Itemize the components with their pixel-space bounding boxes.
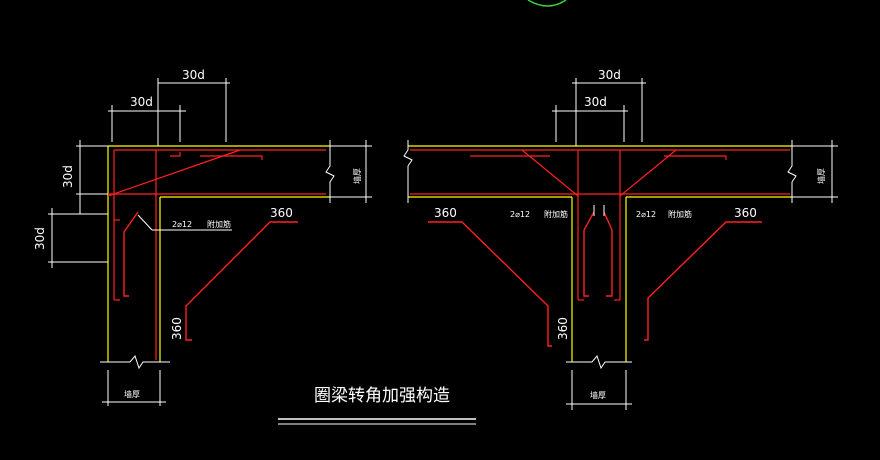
right-bar-callout-right: 2⌀12 [636, 210, 656, 219]
viewport-marker [527, 0, 567, 7]
right-tjunction-detail: 30d 30d 墙厚 墙厚 2⌀12 附加筋 2⌀12 附加筋 360 360 … [403, 68, 838, 410]
right-dimensions [552, 78, 838, 410]
right-dim-top-inner: 30d [584, 95, 607, 109]
drawing-title: 圈梁转角加强构造 [314, 386, 450, 406]
left-concrete-outline [107, 145, 330, 362]
right-bar-callout-right-note: 附加筋 [668, 209, 692, 219]
left-break-right [325, 140, 335, 203]
left-break-bottom [100, 354, 170, 370]
right-break-left [403, 140, 413, 203]
left-dim-top-outer: 30d [182, 68, 205, 82]
left-len-vertical: 360 [170, 317, 184, 340]
right-wall-thickness-bottom: 墙厚 [590, 390, 606, 400]
right-dim-top-outer: 30d [598, 68, 621, 82]
right-len-right: 360 [734, 206, 757, 220]
left-wall-thickness-bottom: 墙厚 [124, 389, 140, 399]
left-dim-top-inner: 30d [130, 95, 153, 109]
right-break-right [787, 140, 797, 203]
left-len-horizontal: 360 [270, 206, 293, 220]
left-bar-callout-note: 附加筋 [207, 219, 231, 229]
right-bar-callout-left-note: 附加筋 [544, 209, 568, 219]
right-len-left: 360 [434, 206, 457, 220]
left-bar-callout: 2⌀12 [172, 220, 192, 229]
right-wall-thickness-right: 墙厚 [816, 168, 826, 184]
right-break-bottom [566, 354, 632, 370]
left-rebars [107, 149, 326, 360]
right-bar-callout-left: 2⌀12 [510, 210, 530, 219]
right-rebars [410, 149, 790, 347]
right-concrete-outline [408, 145, 792, 362]
right-len-vertical: 360 [556, 317, 570, 340]
left-dim-side-lower: 30d [33, 227, 47, 250]
left-wall-thickness-right: 墙厚 [352, 168, 362, 184]
left-dimensions [48, 78, 372, 406]
left-dim-side-upper: 30d [61, 165, 75, 188]
left-corner-detail: 30d 30d 30d 30d 墙厚 墙厚 2⌀12 附加筋 360 360 [33, 68, 372, 406]
